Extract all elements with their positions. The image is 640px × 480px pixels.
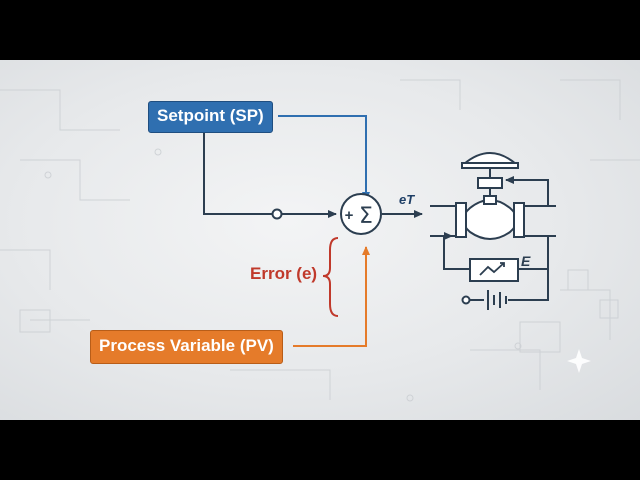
source-wiring-line xyxy=(470,269,549,301)
setpoint-label: Setpoint (SP) xyxy=(148,101,273,133)
setpoint-signal-line xyxy=(278,115,370,201)
junction-node xyxy=(271,208,283,220)
process-variable-label: Process Variable (PV) xyxy=(90,330,283,364)
error-brace xyxy=(322,237,339,317)
process-variable-signal-line xyxy=(293,246,370,347)
diagram-svg: + Σ xyxy=(0,79,640,402)
summer-output-label: eT xyxy=(399,192,415,207)
outlet-pipe xyxy=(524,205,556,237)
summer-sigma-symbol: Σ xyxy=(359,204,373,229)
sparkle-icon xyxy=(567,349,591,373)
summing-junction xyxy=(340,193,382,235)
source-terminal-node xyxy=(461,295,471,305)
inlet-pipe xyxy=(430,205,456,237)
letterbox-top xyxy=(0,0,640,60)
transmitter-block xyxy=(469,258,519,282)
letterbox-bottom xyxy=(0,420,640,480)
actuator-feedback-line xyxy=(505,176,549,206)
error-label: Error (e) xyxy=(250,264,318,283)
diagram-canvas: + Σ xyxy=(0,60,640,420)
control-valve-icon xyxy=(455,152,525,240)
signal-trend-icon xyxy=(479,262,505,276)
summer-plus-sign: + xyxy=(345,207,354,224)
background-circuit-traces xyxy=(0,79,640,402)
feedback-label: E xyxy=(521,253,531,269)
setpoint-branch-line xyxy=(203,131,272,215)
battery-icon xyxy=(487,290,507,310)
